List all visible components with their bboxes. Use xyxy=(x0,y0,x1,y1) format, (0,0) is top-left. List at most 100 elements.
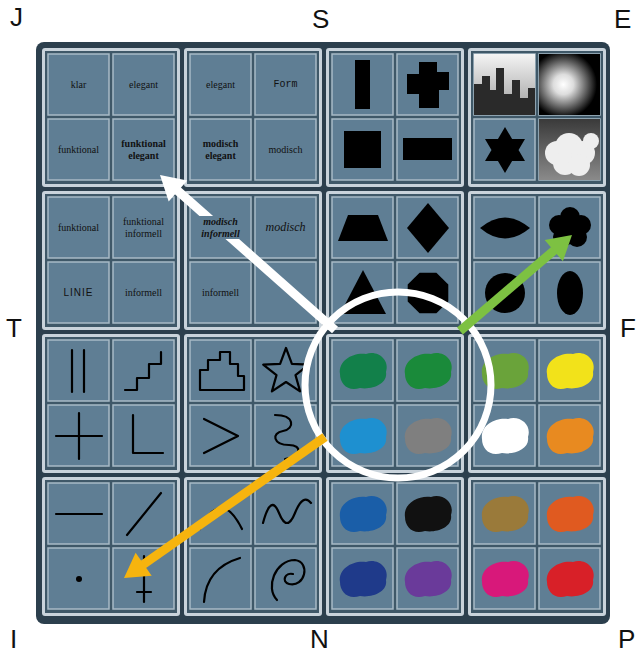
sub-cell xyxy=(539,119,600,180)
sub-cell xyxy=(255,54,316,115)
grid-cell-bevel xyxy=(184,477,322,616)
sub-cell xyxy=(190,340,251,401)
grid-cell xyxy=(187,480,319,613)
wave-line xyxy=(263,500,311,523)
sub-cell xyxy=(113,197,174,258)
sub-cell xyxy=(113,405,174,466)
sub-cell xyxy=(190,405,251,466)
sub-cell xyxy=(255,197,316,258)
sub-cell xyxy=(539,197,600,258)
corner-letter: S xyxy=(312,6,329,32)
word-cell: elegant xyxy=(113,54,174,115)
corner-letter: J xyxy=(10,4,23,30)
corner-letter: T xyxy=(6,315,22,341)
corner-letter: E xyxy=(614,6,631,32)
color-swatch-blob xyxy=(340,561,387,597)
sub-cell xyxy=(48,548,109,609)
word-cell: modisch elegant xyxy=(190,119,251,180)
sub-cell xyxy=(190,119,251,180)
photo-cloud xyxy=(568,154,590,176)
word-cell: modisch xyxy=(255,119,316,180)
color-swatch-blob xyxy=(547,561,594,597)
color-swatch-blob xyxy=(405,353,452,389)
sub-cell xyxy=(539,548,600,609)
sub-cell xyxy=(332,548,393,609)
cell-symbol xyxy=(272,560,305,600)
word-cell: modisch xyxy=(255,197,316,258)
sub-cell xyxy=(255,483,316,544)
lens xyxy=(480,218,530,239)
photo-cloud xyxy=(583,133,599,149)
word-cell: funktional xyxy=(48,119,109,180)
cell-symbol xyxy=(480,218,530,239)
cell-word: elegant xyxy=(128,79,159,91)
word-cell: klar xyxy=(48,54,109,115)
white-arrow xyxy=(160,175,335,330)
sub-cell xyxy=(474,483,535,544)
grid-cell-bevel xyxy=(468,48,606,187)
sub-cell xyxy=(397,340,458,401)
grid-cell xyxy=(45,194,177,327)
grid-frame xyxy=(36,42,610,624)
sub-cell xyxy=(48,119,109,180)
chevron-line xyxy=(204,419,238,453)
word-cell: LINIE xyxy=(48,262,109,323)
word-cell: funktional xyxy=(48,197,109,258)
sub-cell xyxy=(113,54,174,115)
spiral-line xyxy=(272,560,305,600)
sub-cell xyxy=(113,119,174,180)
sub-cell xyxy=(113,483,174,544)
corner-line xyxy=(133,415,163,453)
focus-circle xyxy=(305,292,491,478)
diagonal-line xyxy=(127,493,161,535)
grid-cell-bevel xyxy=(326,48,464,187)
corner-letter: F xyxy=(620,315,636,341)
sub-cell xyxy=(397,119,458,180)
cell-symbol xyxy=(405,561,452,597)
arrow-shaft xyxy=(176,190,335,330)
parallel-lines xyxy=(72,350,84,392)
cell-symbol xyxy=(482,496,529,532)
sub-cell xyxy=(397,483,458,544)
color-swatch-blob xyxy=(340,353,387,389)
cell-word: modisch elegant xyxy=(192,138,249,161)
sub-cell xyxy=(397,54,458,115)
cell-symbol xyxy=(482,418,529,454)
arrow-shaft xyxy=(460,249,555,331)
square xyxy=(344,131,381,168)
cell-symbol xyxy=(76,576,82,582)
corner-letter: I xyxy=(10,626,17,652)
corner-letter: P xyxy=(618,626,635,652)
color-swatch-blob xyxy=(340,418,387,454)
cell-symbol xyxy=(557,271,583,315)
cell-symbol xyxy=(405,353,452,389)
blob-shape xyxy=(560,218,580,238)
grid-cell xyxy=(471,51,603,184)
cell-symbol xyxy=(127,493,161,535)
diamond xyxy=(407,203,449,253)
word-cell: modisch informell xyxy=(190,197,251,258)
grid-cell xyxy=(329,480,461,613)
sub-cell xyxy=(474,548,535,609)
cell-word: funktional xyxy=(57,222,100,234)
sub-cell xyxy=(113,262,174,323)
grid-cell xyxy=(329,337,461,470)
sub-cell xyxy=(474,119,535,180)
grid-cell xyxy=(45,51,177,184)
cell-word: informell xyxy=(124,287,163,299)
cell-word: Form xyxy=(272,79,298,91)
sub-cell xyxy=(539,262,600,323)
sub-cell xyxy=(48,340,109,401)
grid-cell-bevel xyxy=(42,191,180,330)
star-of-david xyxy=(485,127,525,173)
sub-cell xyxy=(539,54,600,115)
block-cross xyxy=(407,62,449,108)
grid-cell-bevel xyxy=(326,477,464,616)
word-cell: Form xyxy=(255,54,316,115)
sub-cell xyxy=(48,262,109,323)
stair-line xyxy=(125,352,161,390)
color-swatch-blob xyxy=(482,418,529,454)
grid-cell-bevel xyxy=(42,334,180,473)
cell-symbol xyxy=(355,60,370,109)
sub-cell xyxy=(190,548,251,609)
